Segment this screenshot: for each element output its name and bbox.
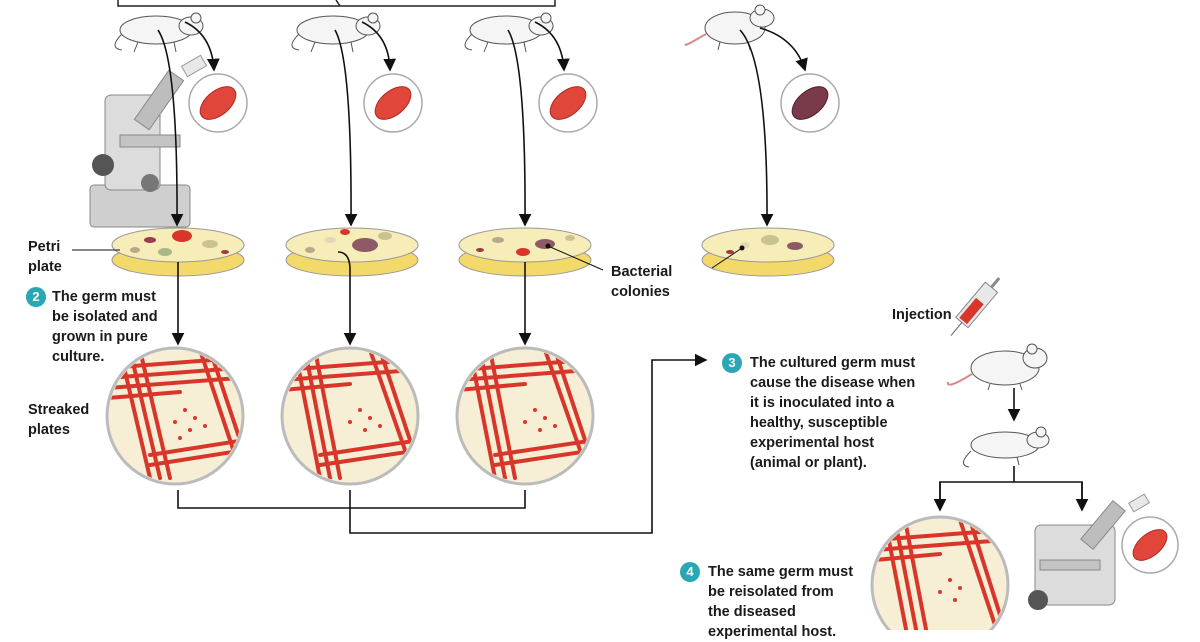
microscope-icon — [89, 54, 208, 228]
arrow-branch-step-4 — [939, 466, 1083, 500]
arrow-mouse-to-inset-3 — [534, 21, 570, 72]
petri-plate-label: Petri plate — [28, 239, 62, 275]
bacterium-inset-icon-1 — [188, 73, 248, 133]
bacterial-colonies-pointer — [547, 245, 604, 271]
top-bracket — [117, 0, 556, 7]
healthy-bacterium-inset-icon — [780, 73, 840, 133]
injected-mouse-icon — [946, 343, 1048, 391]
petri-plate-4 — [701, 227, 835, 277]
step-3-badge: 3 — [722, 353, 742, 373]
arrow-plate-to-streak-2 — [337, 251, 357, 346]
arrow-mouse-to-inset-2 — [361, 21, 397, 72]
bacterial-colonies-label: Bacterial colonies — [611, 264, 673, 300]
step-2-text: The germ must be isolated and grown in p… — [52, 289, 158, 365]
streaked-plate-4 — [870, 515, 1010, 630]
petri-plate-1 — [111, 227, 245, 277]
streak-bracket — [177, 360, 706, 534]
injection-label: Injection — [892, 307, 952, 323]
arrow-mouse-to-plate-1 — [157, 29, 184, 227]
step-4-text: The same germ must be reisolated from th… — [708, 564, 854, 640]
step-3-text: The cultured germ must cause the disease… — [750, 355, 916, 471]
petri-plate-3 — [458, 227, 592, 277]
streaked-plates-label: Streaked plates — [28, 402, 90, 438]
streaked-plate-2 — [280, 346, 420, 486]
arrow-mouse-to-plate-2 — [334, 29, 358, 227]
step-4-badge: 4 — [680, 562, 700, 582]
streaked-plate-1 — [105, 346, 245, 486]
streaked-plate-3 — [455, 346, 595, 486]
diseased-host-mouse-icon — [963, 426, 1050, 468]
arrow-mouse-to-plate-4 — [739, 29, 774, 227]
top-bracket-tip — [335, 0, 341, 7]
microscope-right-icon — [1028, 493, 1150, 610]
petri-plate-2 — [285, 227, 419, 277]
reisolated-bacterium-inset-icon — [1121, 516, 1179, 574]
bacterium-inset-icon-2 — [363, 73, 423, 133]
arrow-mouse-to-inset-4 — [759, 27, 808, 72]
healthy-mouse-icon — [684, 4, 775, 51]
bacterium-inset-icon-3 — [538, 73, 598, 133]
arrow-mouse-to-inset-1 — [184, 21, 220, 72]
syringe-icon — [950, 277, 1001, 336]
diseased-mouse-icon-1 — [114, 12, 204, 53]
bacterial-colonies-pointer-2 — [711, 247, 743, 269]
step-2-badge: 2 — [26, 287, 46, 307]
arrow-mouse-to-plate-3 — [507, 29, 532, 227]
